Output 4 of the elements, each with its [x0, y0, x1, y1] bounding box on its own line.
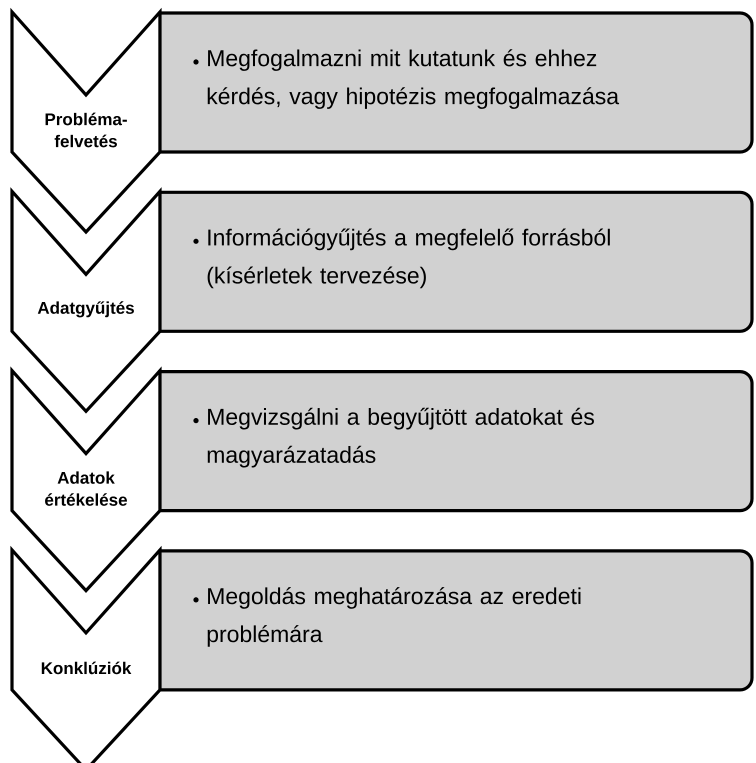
text-box: Információgyűjtés a megfelelő forrásból (kísérletek tervezése): [158, 190, 754, 333]
text-box: Megoldás meghatározása az eredeti problémára: [158, 549, 754, 692]
text-box: Megfogalmazni mit kutatunk és ehhez kérdés, vagy hipotézis megfogalmazása: [158, 11, 754, 154]
text-box: Megvizsgálni a begyűjtött adatokat és magyarázatadás: [158, 370, 754, 512]
